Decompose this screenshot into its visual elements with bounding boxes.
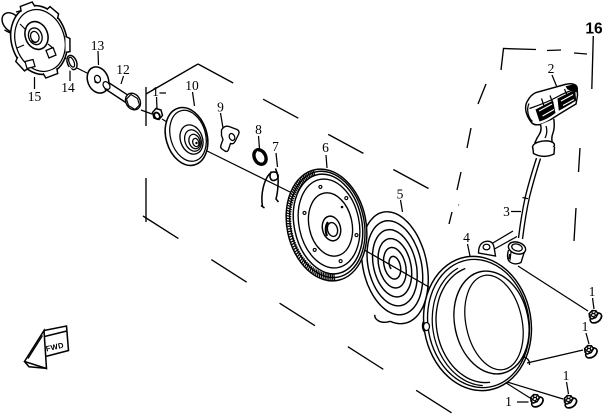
svg-text:1: 1 — [505, 394, 512, 409]
svg-text:1: 1 — [582, 319, 589, 334]
svg-text:3: 3 — [503, 204, 510, 219]
svg-text:16: 16 — [585, 21, 603, 38]
svg-text:8: 8 — [255, 122, 262, 137]
svg-text:14: 14 — [61, 80, 75, 95]
svg-text:1: 1 — [589, 284, 596, 299]
svg-text:6: 6 — [322, 140, 329, 155]
svg-text:15: 15 — [28, 89, 42, 104]
svg-text:9: 9 — [217, 100, 224, 115]
svg-text:FWD: FWD — [45, 341, 65, 354]
svg-text:2: 2 — [548, 61, 555, 76]
svg-text:1: 1 — [563, 368, 570, 383]
svg-text:10: 10 — [185, 78, 199, 93]
svg-text:1: 1 — [152, 84, 159, 99]
svg-text:7: 7 — [272, 139, 279, 154]
svg-text:5: 5 — [397, 187, 404, 202]
svg-text:4: 4 — [463, 230, 470, 245]
svg-text:12: 12 — [116, 62, 130, 77]
svg-text:13: 13 — [91, 38, 105, 53]
